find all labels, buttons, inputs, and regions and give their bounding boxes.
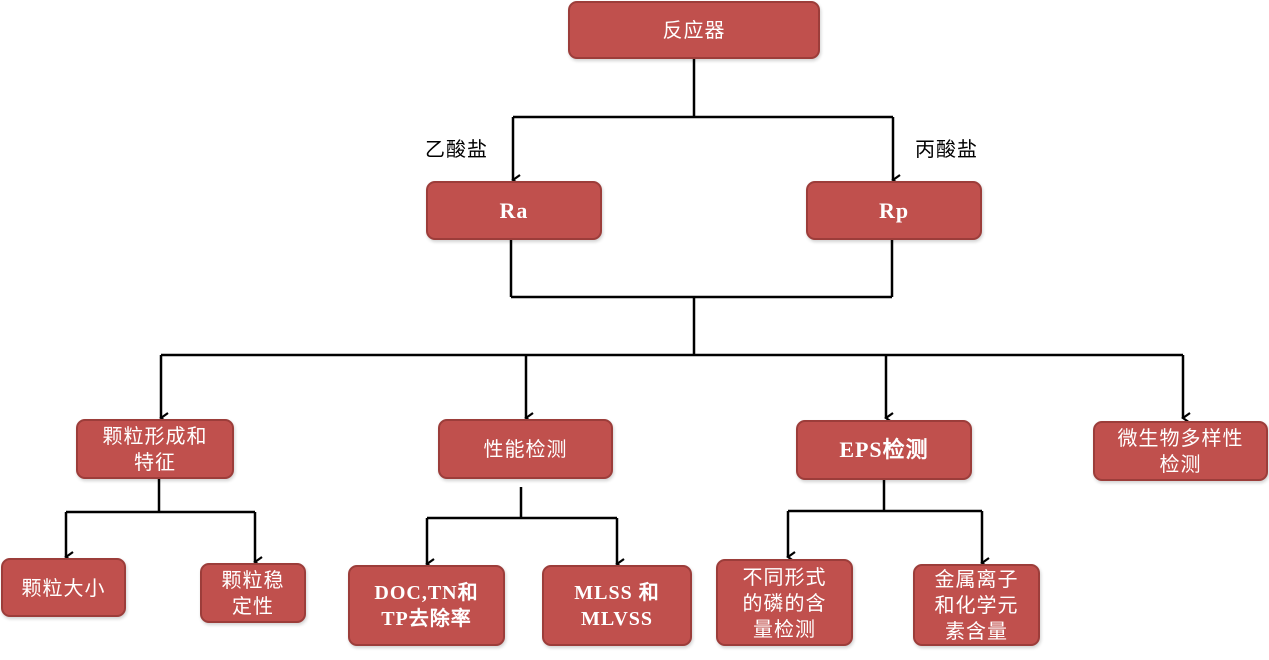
node-eps: EPS检测 xyxy=(796,420,972,480)
node-granule-formation-label: 颗粒形成和 特征 xyxy=(102,424,208,474)
node-metal-ions-label: 金属离子 和化学元 素含量 xyxy=(934,567,1019,643)
node-granule-stability: 颗粒稳 定性 xyxy=(200,563,306,623)
node-granule-size: 颗粒大小 xyxy=(1,558,126,617)
node-ra: Ra xyxy=(426,181,602,240)
node-eps-label: EPS检测 xyxy=(839,437,929,462)
node-removal-rate-label: DOC,TN和 TP去除率 xyxy=(374,581,479,630)
edge-label-acetate: 乙酸盐 xyxy=(425,137,488,161)
node-mlss-label: MLSS 和 MLVSS xyxy=(574,581,660,630)
node-rp-label: Rp xyxy=(878,197,910,223)
node-microbial-diversity: 微生物多样性 检测 xyxy=(1093,421,1268,481)
node-reactor: 反应器 xyxy=(568,1,820,59)
node-granule-formation: 颗粒形成和 特征 xyxy=(76,419,234,479)
node-granule-size-label: 颗粒大小 xyxy=(21,575,106,600)
node-phosphorus-forms-label: 不同形式 的磷的含 量检测 xyxy=(742,564,827,641)
node-mlss: MLSS 和 MLVSS xyxy=(542,565,692,646)
node-microbial-diversity-label: 微生物多样性 检测 xyxy=(1117,426,1244,476)
node-granule-stability-label: 颗粒稳 定性 xyxy=(221,568,285,618)
node-reactor-label: 反应器 xyxy=(662,18,726,42)
node-phosphorus-forms: 不同形式 的磷的含 量检测 xyxy=(716,559,853,646)
node-removal-rate: DOC,TN和 TP去除率 xyxy=(348,565,505,646)
node-performance-label: 性能检测 xyxy=(483,437,568,461)
node-rp: Rp xyxy=(806,181,982,240)
edge-label-propionate: 丙酸盐 xyxy=(915,137,978,161)
node-performance: 性能检测 xyxy=(438,419,613,479)
node-metal-ions: 金属离子 和化学元 素含量 xyxy=(913,564,1040,646)
node-ra-label: Ra xyxy=(499,197,529,223)
